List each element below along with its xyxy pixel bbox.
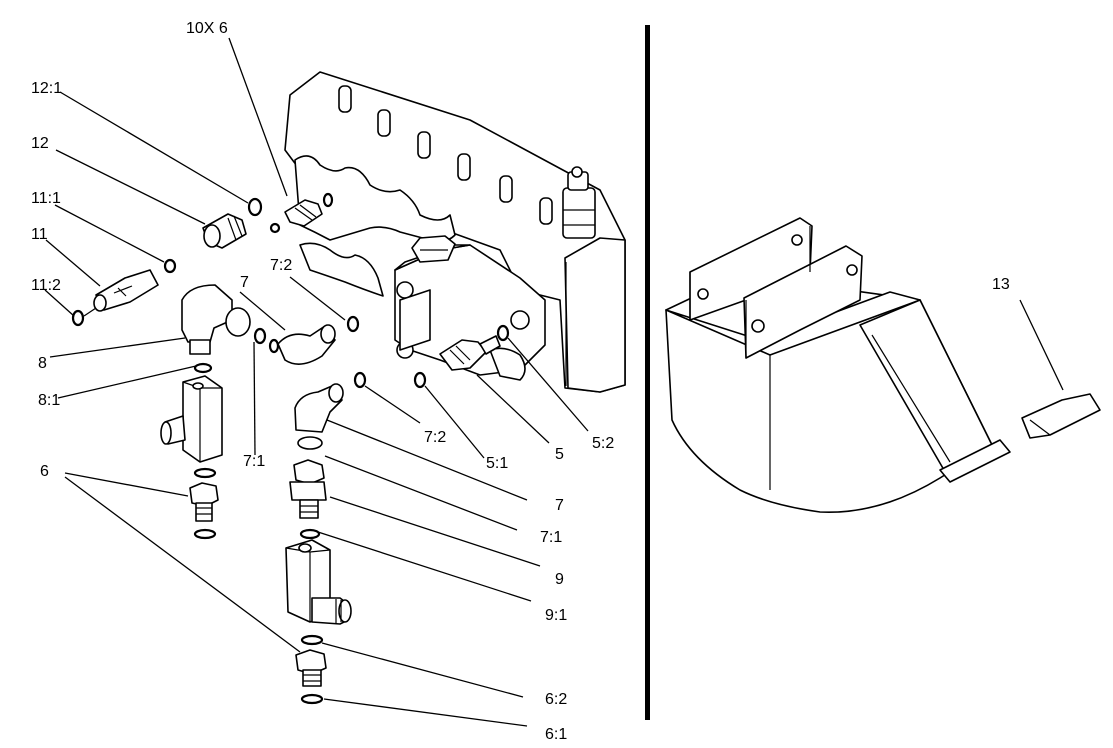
- union-7-1-lower: [289, 436, 327, 519]
- label-7-lower: 7: [555, 497, 564, 514]
- elbow-7-upper: [268, 324, 336, 365]
- label-5: 5: [555, 446, 564, 463]
- label-7-1-left: 7:1: [243, 453, 265, 470]
- label-5-1: 5:1: [486, 455, 508, 472]
- label-13: 13: [992, 276, 1010, 293]
- valve-block: [284, 71, 626, 393]
- fitting-5: [413, 324, 510, 389]
- check-block-left: [160, 375, 223, 463]
- adapter-12: [202, 197, 263, 249]
- label-5-2: 5:2: [592, 435, 614, 452]
- check-block-lower: [285, 539, 352, 625]
- label-7-1-lower: 7:1: [540, 529, 562, 546]
- oring-7-2-upper: [346, 315, 360, 333]
- callout-labels: 10X 6 12:1 12 11:1 11 11:2 8 8:1 6 7 7:2…: [31, 20, 1010, 743]
- label-6-2: 6:2: [545, 691, 567, 708]
- union-6-lower: [295, 634, 327, 705]
- union-6-left: [189, 467, 219, 540]
- label-7-2-upper: 7:2: [270, 257, 292, 274]
- leader-lines-left: [44, 37, 1064, 727]
- divider: [645, 25, 650, 720]
- oring-9-1: [299, 528, 321, 540]
- label-9: 9: [555, 571, 564, 588]
- elbow-7-lower: [294, 371, 367, 433]
- bucket-illustration: [665, 217, 1101, 514]
- label-12-1: 12:1: [31, 80, 62, 97]
- label-7-upper: 7: [240, 274, 249, 291]
- label-9-1: 9:1: [545, 607, 567, 624]
- label-7-2-lower: 7:2: [424, 429, 446, 446]
- label-6: 6: [40, 463, 49, 480]
- label-11-1: 11:1: [31, 190, 61, 207]
- oring-8-1: [193, 362, 213, 374]
- label-11: 11: [31, 226, 48, 243]
- label-8: 8: [38, 355, 47, 372]
- label-6-1: 6:1: [545, 726, 567, 743]
- label-12: 12: [31, 135, 49, 152]
- label-8-1: 8:1: [38, 392, 60, 409]
- label-11-2: 11:2: [31, 277, 61, 294]
- elbow-8: [181, 284, 267, 355]
- fitting-10: [269, 192, 334, 234]
- label-10x6: 10X 6: [186, 20, 228, 37]
- check-valve-11: [71, 258, 177, 327]
